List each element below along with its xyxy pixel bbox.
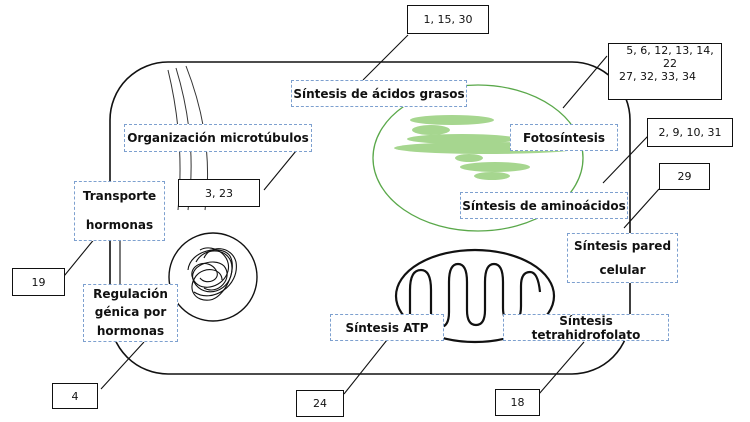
label-cell-wall-synthesis: Síntesis pared celular xyxy=(567,233,678,283)
ref-microtubule-organization: 3, 23 xyxy=(178,179,260,207)
label-line: Transporte xyxy=(82,189,157,203)
ref-cell-wall-synthesis: 29 xyxy=(659,163,710,190)
ref-gene-regulation: 4 xyxy=(52,383,98,409)
label-line: génica por xyxy=(94,305,167,320)
label-line: hormonas xyxy=(96,324,165,339)
label-line: Síntesis pared xyxy=(573,238,672,253)
ref-hormone-transport: 19 xyxy=(12,268,65,296)
ref-photosynthesis: 5, 6, 12, 13, 14, 22 27, 32, 33, 34 xyxy=(608,43,722,100)
ref-fatty-acid-synthesis: 1, 15, 30 xyxy=(407,5,489,34)
label-microtubule-organization: Organización microtúbulos xyxy=(124,124,312,152)
label-amino-acid-synthesis: Síntesis de aminoácidos xyxy=(460,192,628,219)
label-line: Regulación xyxy=(93,286,168,301)
ref-line: 5, 6, 12, 13, 14, 22 xyxy=(626,44,714,70)
nucleus xyxy=(168,232,258,322)
label-line: hormonas xyxy=(85,218,154,232)
ref-line: 27, 32, 33, 34 xyxy=(619,70,696,83)
label-photosynthesis: Fotosíntesis xyxy=(510,124,618,151)
label-fatty-acid-synthesis: Síntesis de ácidos grasos xyxy=(291,80,467,107)
label-gene-regulation: Regulación génica por hormonas xyxy=(83,284,178,342)
label-hormone-transport: Transporte hormonas xyxy=(74,181,165,241)
ref-amino-acid-synthesis: 2, 9, 10, 31 xyxy=(647,118,733,147)
ref-atp-synthesis: 24 xyxy=(296,390,344,417)
label-thf-synthesis: Síntesis tetrahidrofolato xyxy=(503,314,669,342)
chloroplast xyxy=(372,84,584,232)
ref-thf-synthesis: 18 xyxy=(495,389,540,416)
label-atp-synthesis: Síntesis ATP xyxy=(330,314,444,341)
label-line: celular xyxy=(599,262,646,277)
